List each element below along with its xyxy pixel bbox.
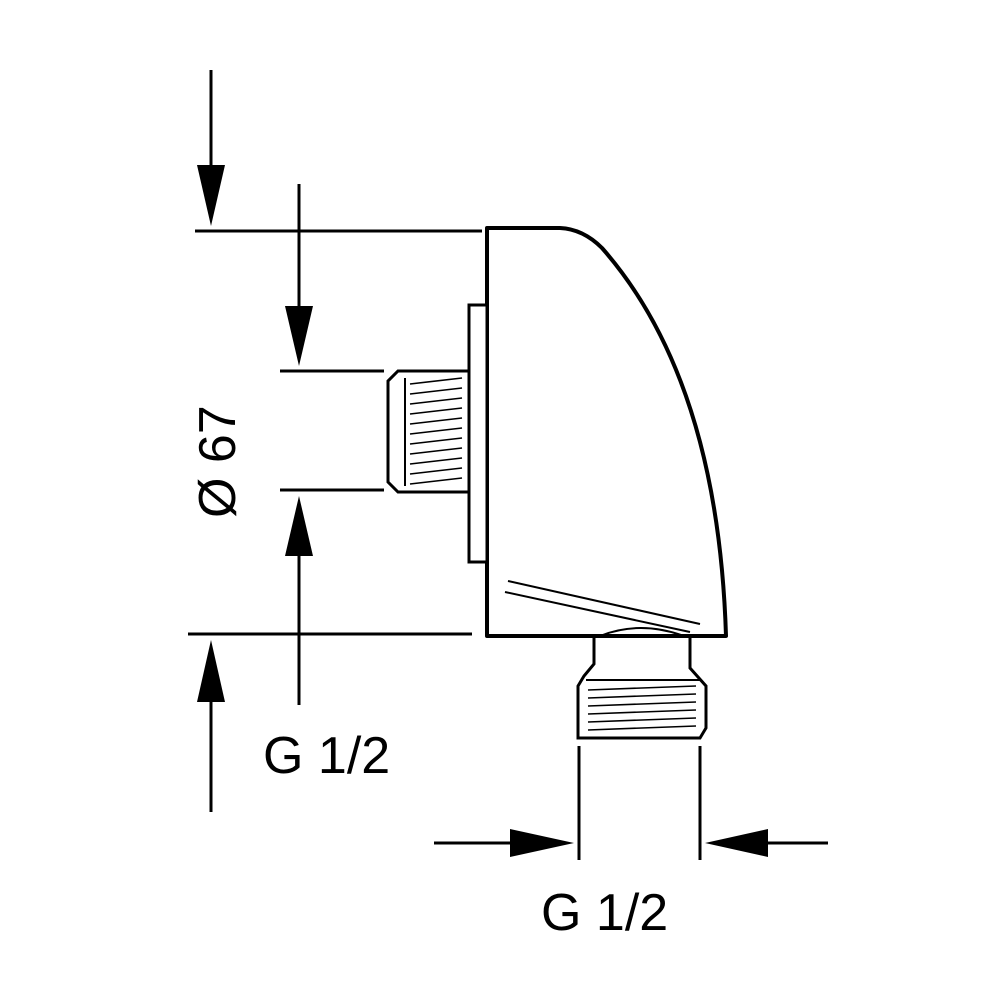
wall-flange (467, 303, 489, 564)
inlet-thread-label: G 1/2 (263, 727, 390, 785)
inlet-thread-dimension (280, 184, 384, 705)
diameter-dimension (188, 70, 482, 812)
inlet-thread-nipple (386, 369, 469, 494)
outlet-thread-dimension (434, 746, 828, 860)
outlet-thread-label: G 1/2 (541, 884, 668, 942)
arrow-right-icon (510, 829, 574, 857)
arrow-down-icon (197, 165, 225, 226)
diameter-label: Ø 67 (189, 405, 247, 518)
arrow-up-icon (197, 640, 225, 702)
wall-outlet-body (485, 226, 728, 638)
arrow-up-icon (285, 496, 313, 556)
arrow-down-icon (285, 306, 313, 366)
arrow-left-icon (705, 829, 768, 857)
outlet-thread-nipple (576, 627, 708, 740)
